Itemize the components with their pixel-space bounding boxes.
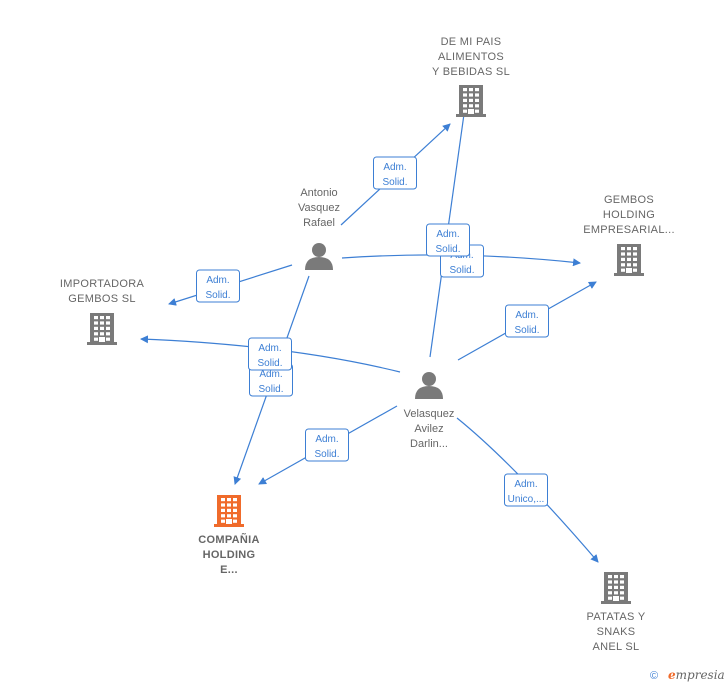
node-label-demipais: Y BEBIDAS SL	[432, 66, 510, 78]
node-label-antonio: Vasquez	[298, 202, 340, 214]
role-badge-velasquez-to-demipais[interactable]: Adm. Solid.	[426, 223, 470, 257]
node-label-gembos: GEMBOS	[604, 194, 654, 206]
role-text: Solid.	[257, 358, 282, 369]
role-text: Solid.	[314, 449, 339, 460]
role-text: Adm.	[258, 343, 281, 354]
node-compania[interactable]: COMPAÑIA HOLDING E...	[198, 495, 259, 576]
node-label-compania: COMPAÑIA	[198, 533, 259, 546]
role-text: Solid.	[514, 325, 539, 336]
brand-initial: e	[668, 668, 676, 682]
node-label-velasquez: Darlin...	[410, 438, 448, 450]
role-text: Solid.	[435, 244, 460, 255]
roles-layer: Adm.Solid.Adm.Solid.Adm.Solid.Adm.Solid.…	[196, 156, 549, 507]
person-icon	[415, 372, 443, 399]
building-icon	[87, 313, 117, 345]
role-text: Adm.	[259, 369, 282, 380]
brand-logo: empresia	[668, 668, 725, 682]
role-text: Adm.	[436, 229, 459, 240]
building-icon	[601, 572, 631, 604]
role-text: Solid.	[205, 290, 230, 301]
role-badge-velasquez-to-gembos[interactable]: Adm. Solid.	[505, 304, 549, 338]
person-icon	[305, 243, 333, 270]
node-label-compania: E...	[220, 564, 238, 576]
node-label-velasquez: Velasquez	[404, 408, 455, 420]
node-label-demipais: DE MI PAIS	[441, 36, 502, 48]
node-label-gembos: EMPRESARIAL...	[583, 224, 675, 236]
node-demipais[interactable]: DE MI PAIS ALIMENTOS Y BEBIDAS SL	[432, 36, 510, 117]
role-text: Solid.	[258, 384, 283, 395]
role-text: Adm.	[514, 479, 537, 490]
role-text: Solid.	[449, 265, 474, 276]
nodes-layer: DE MI PAIS ALIMENTOS Y BEBIDAS SL GEMBOS HOL…	[60, 36, 675, 653]
building-icon	[214, 495, 244, 527]
node-label-patatas: SNAKS	[597, 626, 636, 638]
role-text: Adm.	[515, 310, 538, 321]
node-gembos[interactable]: GEMBOS HOLDING EMPRESARIAL...	[583, 194, 675, 276]
node-patatas[interactable]: PATATAS Y SNAKS ANEL SL	[587, 572, 646, 653]
node-importadora[interactable]: IMPORTADORA GEMBOS SL	[60, 278, 145, 345]
node-label-antonio: Antonio	[300, 187, 337, 199]
role-text: Adm.	[383, 162, 406, 173]
building-icon	[614, 244, 644, 276]
footer: © empresia	[650, 668, 725, 682]
role-badge-antonio-to-importadora[interactable]: Adm. Solid.	[196, 269, 240, 303]
copyright-symbol: ©	[650, 670, 658, 682]
node-label-gembos: HOLDING	[603, 209, 655, 221]
node-velasquez[interactable]: VelasquezAvilezDarlin...	[404, 372, 455, 450]
role-text: Adm.	[315, 434, 338, 445]
role-badge-velasquez-to-compania[interactable]: Adm. Solid.	[305, 428, 349, 462]
role-text: Unico,...	[508, 494, 545, 505]
node-label-antonio: Rafael	[303, 217, 335, 229]
building-icon	[456, 85, 486, 117]
node-label-velasquez: Avilez	[414, 423, 443, 435]
node-label-importadora: GEMBOS SL	[68, 293, 136, 305]
role-badge-antonio-to-demipais[interactable]: Adm. Solid.	[373, 156, 417, 190]
node-label-importadora: IMPORTADORA	[60, 278, 145, 290]
brand-rest: mpresia	[676, 668, 725, 682]
node-label-patatas: PATATAS Y	[587, 611, 646, 623]
role-badge-velasquez-to-importadora[interactable]: Adm. Solid.	[248, 337, 292, 371]
role-text: Solid.	[382, 177, 407, 188]
node-label-compania: HOLDING	[203, 549, 256, 561]
role-text: Adm.	[206, 275, 229, 286]
node-label-patatas: ANEL SL	[593, 641, 640, 653]
role-badge-velasquez-to-patatas[interactable]: Adm. Unico,...	[504, 473, 548, 507]
node-label-demipais: ALIMENTOS	[438, 51, 504, 63]
